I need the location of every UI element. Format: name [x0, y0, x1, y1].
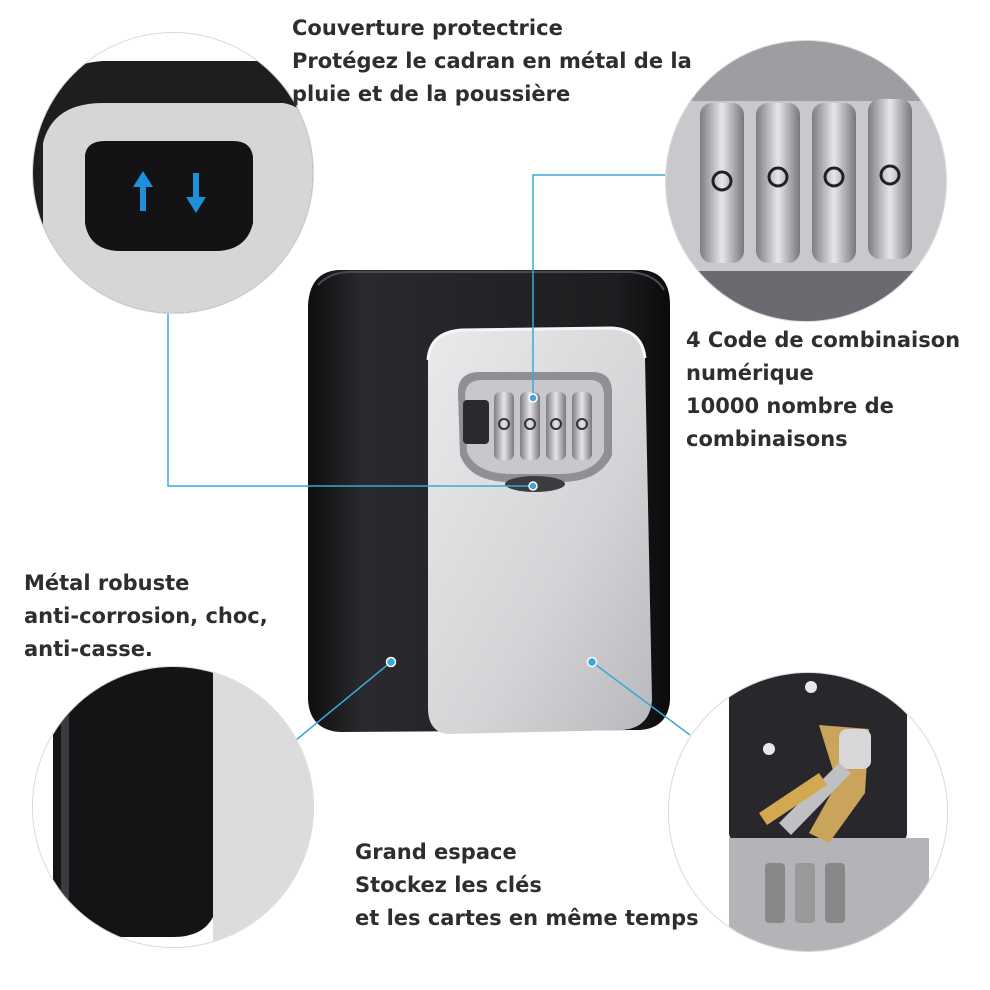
caption-cover-title: Couverture protectrice	[292, 16, 563, 40]
caption-space-line3: et les cartes en même temps	[355, 906, 699, 930]
caption-space-line1: Grand espace	[355, 840, 517, 864]
caption-space-line2: Stockez les clés	[355, 873, 542, 897]
caption-code-line4: combinaisons	[686, 427, 848, 451]
caption-metal-line3: anti-casse.	[24, 637, 153, 661]
caption-protective-cover: Couverture protectrice Protégez le cadra…	[292, 12, 692, 111]
leader-line-cover	[167, 310, 533, 487]
dial-icon	[700, 99, 912, 263]
caption-large-space: Grand espace Stockez les clés et les car…	[355, 836, 699, 935]
caption-cover-line2: Protégez le cadran en métal de la	[292, 49, 692, 73]
caption-combination-code: 4 Code de combinaison numérique 10000 no…	[686, 324, 960, 456]
dial-icon	[494, 392, 592, 460]
callout-sturdy-metal	[32, 666, 314, 948]
leader-dots	[385, 393, 598, 668]
caption-metal-line2: anti-corrosion, choc,	[24, 604, 268, 628]
combination-dial-window	[458, 372, 612, 492]
key-icon	[759, 725, 871, 843]
callout-protective-cover	[32, 32, 314, 314]
caption-code-line3: 10000 nombre de	[686, 394, 894, 418]
caption-sturdy-metal: Métal robuste anti-corrosion, choc, anti…	[24, 567, 268, 666]
callout-combination-dials	[665, 40, 947, 322]
release-slider	[463, 400, 489, 444]
arrow-down-icon	[186, 173, 206, 213]
caption-code-line2: numérique	[686, 361, 814, 385]
caption-code-line1: 4 Code de combinaison	[686, 328, 961, 352]
leader-line-dials	[532, 174, 665, 400]
arrow-up-icon	[133, 171, 153, 211]
caption-cover-line3: pluie et de la poussière	[292, 82, 571, 106]
callout-large-space	[668, 672, 948, 952]
caption-metal-line1: Métal robuste	[24, 571, 190, 595]
